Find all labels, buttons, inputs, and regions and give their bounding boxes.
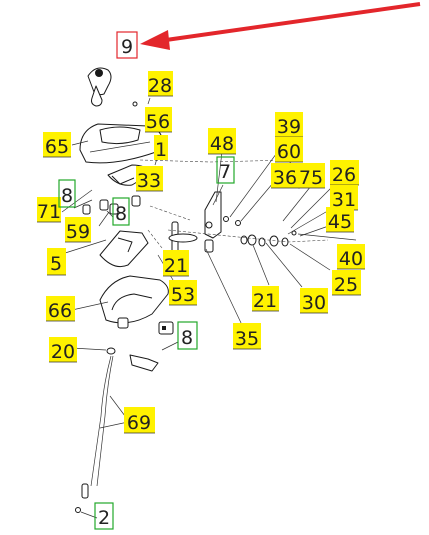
callout-69[interactable]: 69 bbox=[124, 407, 155, 434]
callout-40[interactable]: 40 bbox=[337, 244, 365, 270]
callout-2-label: 2 bbox=[98, 507, 110, 529]
callout-20[interactable]: 20 bbox=[49, 337, 77, 363]
callout-39[interactable]: 39 bbox=[275, 112, 303, 138]
gear-shift-knob bbox=[87, 67, 112, 107]
callout-28-label: 28 bbox=[148, 75, 172, 97]
callout-8-middle-label: 8 bbox=[115, 203, 127, 225]
callout-7-label: 7 bbox=[219, 161, 231, 183]
callout-75[interactable]: 75 bbox=[298, 163, 325, 189]
callout-9[interactable]: 9 bbox=[116, 31, 138, 59]
callout-60-label: 60 bbox=[277, 141, 301, 163]
shift-lever-rod bbox=[168, 221, 198, 255]
callout-25[interactable]: 25 bbox=[332, 270, 361, 296]
callout-21-lower[interactable]: 21 bbox=[252, 286, 279, 312]
callout-26-label: 26 bbox=[332, 164, 356, 186]
grommet-20 bbox=[106, 347, 116, 355]
callout-71[interactable]: 71 bbox=[37, 197, 61, 223]
callout-66-label: 66 bbox=[48, 300, 72, 322]
callout-59[interactable]: 59 bbox=[65, 217, 91, 243]
red-pointer-arrow bbox=[140, 2, 421, 50]
callout-36-label: 36 bbox=[273, 167, 297, 189]
callout-8-upper-left-label: 8 bbox=[61, 185, 73, 207]
callout-56[interactable]: 56 bbox=[145, 107, 172, 133]
callout-53-label: 53 bbox=[171, 284, 195, 306]
shift-bracket bbox=[99, 230, 149, 268]
callout-5[interactable]: 5 bbox=[47, 248, 66, 276]
callout-45-label: 45 bbox=[328, 211, 352, 233]
callout-8-lower-label: 8 bbox=[181, 327, 193, 349]
shift-cable bbox=[81, 355, 114, 499]
callout-36[interactable]: 36 bbox=[271, 163, 300, 189]
callout-8-lower[interactable]: 8 bbox=[177, 321, 198, 350]
callout-66[interactable]: 66 bbox=[46, 296, 75, 322]
callout-21-lower-label: 21 bbox=[253, 290, 277, 312]
clip-2 bbox=[75, 507, 81, 513]
callout-1-label: 1 bbox=[155, 139, 167, 161]
callout-30[interactable]: 30 bbox=[300, 288, 328, 314]
callout-65[interactable]: 65 bbox=[43, 132, 71, 158]
callout-33[interactable]: 33 bbox=[136, 166, 163, 192]
callout-53[interactable]: 53 bbox=[169, 280, 197, 306]
callout-7[interactable]: 7 bbox=[216, 156, 235, 184]
screw-28 bbox=[132, 101, 138, 107]
callout-56-label: 56 bbox=[146, 111, 170, 133]
callout-48-label: 48 bbox=[210, 133, 234, 155]
callout-9-label: 9 bbox=[121, 36, 133, 58]
callout-21-upper[interactable]: 21 bbox=[163, 250, 189, 277]
callout-31[interactable]: 31 bbox=[330, 185, 358, 211]
callout-31-label: 31 bbox=[332, 189, 356, 211]
callout-26[interactable]: 26 bbox=[330, 160, 359, 186]
callout-60[interactable]: 60 bbox=[275, 137, 303, 163]
callout-75-label: 75 bbox=[299, 167, 323, 189]
small-bushings bbox=[82, 195, 141, 215]
callout-1[interactable]: 1 bbox=[154, 135, 168, 161]
switch-connector bbox=[129, 354, 159, 372]
console-cover-upper bbox=[79, 123, 163, 164]
callout-35[interactable]: 35 bbox=[233, 323, 261, 350]
callout-30-label: 30 bbox=[302, 292, 326, 314]
callout-40-label: 40 bbox=[339, 248, 363, 270]
callout-71-label: 71 bbox=[37, 201, 61, 223]
callout-59-label: 59 bbox=[66, 221, 90, 243]
callout-20-label: 20 bbox=[51, 341, 75, 363]
callout-69-label: 69 bbox=[127, 412, 151, 434]
callout-33-label: 33 bbox=[137, 170, 161, 192]
callout-5-label: 5 bbox=[50, 253, 62, 275]
shift-sensor bbox=[158, 321, 174, 335]
callout-2[interactable]: 2 bbox=[94, 502, 114, 530]
console-housing-lower bbox=[99, 275, 169, 329]
callout-65-label: 65 bbox=[45, 136, 69, 158]
callout-45[interactable]: 45 bbox=[326, 207, 354, 233]
callout-28[interactable]: 28 bbox=[148, 71, 173, 97]
callout-25-label: 25 bbox=[334, 274, 358, 296]
callout-8-middle[interactable]: 8 bbox=[112, 197, 130, 226]
callout-39-label: 39 bbox=[277, 116, 301, 138]
linkage-arm bbox=[204, 191, 222, 253]
callout-48[interactable]: 48 bbox=[208, 128, 236, 155]
callout-35-label: 35 bbox=[235, 328, 259, 350]
callout-21-upper-label: 21 bbox=[164, 255, 188, 277]
callout-8-upper-left[interactable]: 8 bbox=[58, 179, 76, 208]
